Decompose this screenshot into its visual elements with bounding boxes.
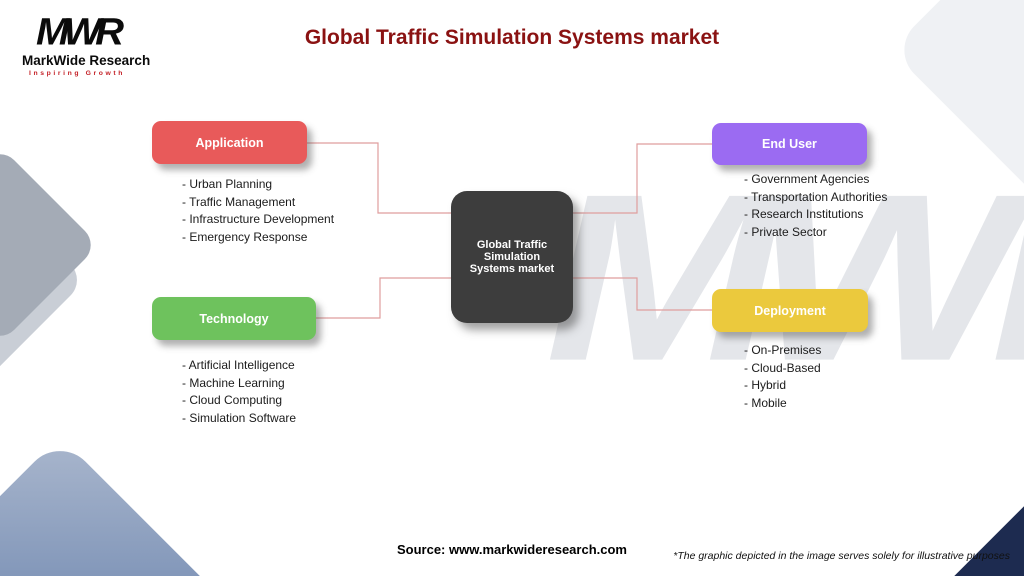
section-label-application: Application bbox=[195, 135, 264, 150]
logo-name: MarkWide Research bbox=[22, 53, 151, 68]
connector-technology bbox=[316, 277, 451, 319]
source-text: Source: www.markwideresearch.com bbox=[396, 542, 627, 557]
list-item: - Research Institutions bbox=[744, 207, 864, 221]
end-user-list: - Government Agencies - Transportation A… bbox=[744, 171, 887, 241]
connector-deployment bbox=[572, 277, 712, 311]
list-item: - Infrastructure Development bbox=[182, 212, 335, 226]
deployment-list: - On-Premises - Cloud-Based - Hybrid - M… bbox=[744, 342, 821, 412]
list-item: - Urban Planning bbox=[182, 177, 273, 191]
list-item: - Cloud-Based bbox=[744, 360, 821, 375]
center-node: Global Traffic Simulation Systems market bbox=[451, 191, 573, 323]
connector-application bbox=[307, 142, 451, 214]
logo-monogram: MWR bbox=[36, 11, 124, 53]
list-item: - Emergency Response bbox=[182, 229, 308, 244]
section-box-application: Application bbox=[152, 121, 307, 164]
list-item: - Hybrid bbox=[744, 378, 787, 392]
section-label-end-user: End User bbox=[762, 137, 817, 151]
list-item: - Mobile bbox=[744, 395, 787, 410]
list-item: - Machine Learning bbox=[182, 375, 285, 390]
disclaimer-text: *The graphic depicted in the image serve… bbox=[673, 550, 1010, 562]
list-item: - Government Agencies bbox=[744, 172, 870, 186]
section-label-technology: Technology bbox=[199, 311, 269, 326]
list-item: - Traffic Management bbox=[182, 194, 296, 209]
page-title: Global Traffic Simulation Systems market bbox=[304, 26, 720, 49]
center-node-label: Global Traffic Simulation Systems market bbox=[469, 239, 555, 275]
list-item: - Cloud Computing bbox=[182, 393, 283, 407]
logo-tagline: Inspiring Growth bbox=[29, 70, 125, 77]
section-box-end-user: End User bbox=[712, 123, 867, 165]
section-box-deployment: Deployment bbox=[712, 289, 868, 332]
list-item: - Transportation Authorities bbox=[744, 189, 888, 204]
list-item: - Artificial Intelligence bbox=[182, 358, 295, 372]
technology-list: - Artificial Intelligence - Machine Lear… bbox=[182, 357, 296, 427]
connector-end-user bbox=[572, 143, 712, 214]
section-label-deployment: Deployment bbox=[754, 303, 826, 318]
section-box-technology: Technology bbox=[152, 297, 316, 340]
list-item: - Private Sector bbox=[744, 224, 827, 239]
list-item: - Simulation Software bbox=[182, 410, 297, 425]
logo: MWR MarkWide Research Inspiring Growth bbox=[22, 11, 151, 77]
list-item: - On-Premises bbox=[744, 343, 822, 357]
application-list: - Urban Planning - Traffic Management - … bbox=[182, 176, 334, 246]
